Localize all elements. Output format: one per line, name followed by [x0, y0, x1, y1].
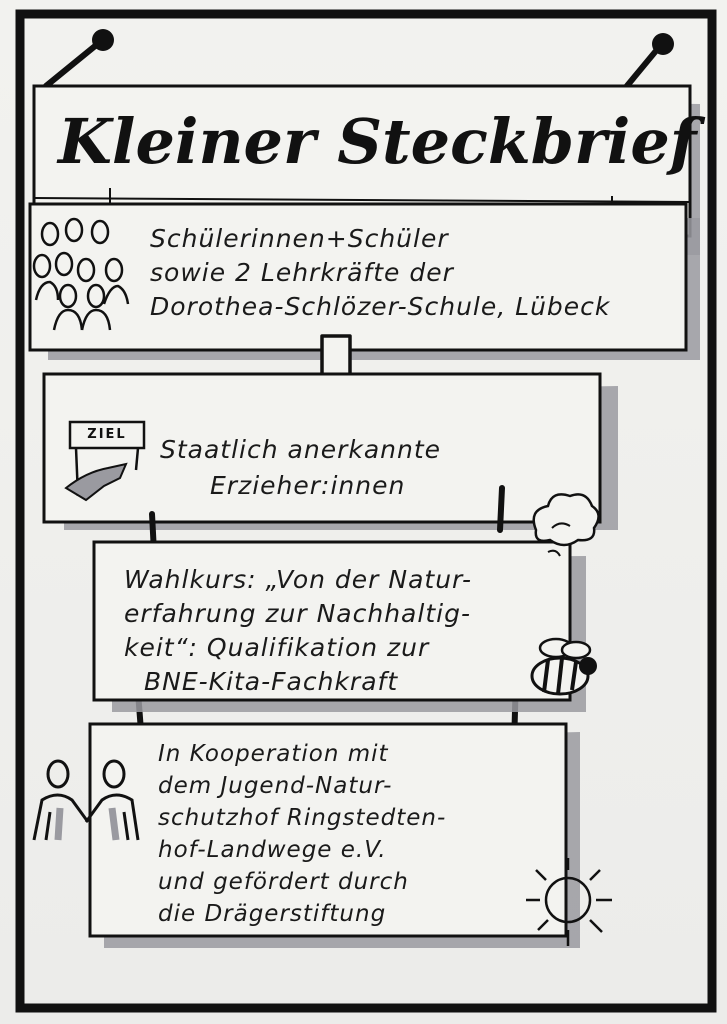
cooperation-line: dem Jugend-Natur- [158, 773, 393, 799]
cooperation-line: hof-Landwege e.V. [158, 837, 387, 863]
box-participants [28, 202, 700, 360]
participants-line: Dorothea-Schlözer-Schule, Lübeck [150, 292, 611, 321]
outer-frame [15, 9, 717, 1013]
course-line: keit“: Qualifikation zur [124, 633, 430, 662]
box-goal [42, 372, 618, 530]
participants-line: sowie 2 Lehrkräfte der [150, 258, 454, 287]
cooperation-line: In Kooperation mit [158, 741, 389, 767]
course-text: Wahlkurs: „Von der Natur- erfahrung zur … [124, 563, 472, 699]
cooperation-text: In Kooperation mit dem Jugend-Natur- sch… [158, 738, 446, 930]
pin-icon [43, 29, 114, 89]
participants-line: Schülerinnen+Schüler [150, 224, 449, 253]
goal-text: Staatlich anerkannte Erzieher:innen [160, 432, 441, 504]
course-line: Wahlkurs: „Von der Natur- [124, 565, 472, 594]
cooperation-line: schutzhof Ringstedten- [158, 805, 447, 831]
cooperation-line: die Drägerstiftung [158, 901, 387, 927]
course-line: BNE-Kita-Fachkraft [144, 667, 399, 696]
cloud-icon [532, 493, 600, 557]
page-title: Kleiner Steckbrief [58, 105, 697, 178]
goal-sign-icon [64, 420, 146, 502]
bee-icon [530, 637, 597, 696]
goal-line: Staatlich anerkannte [160, 435, 442, 464]
goal-line: Erzieher:innen [210, 471, 406, 500]
participants-text: Schülerinnen+Schüler sowie 2 Lehrkräfte … [150, 222, 610, 324]
cooperation-line: und gefördert durch [158, 869, 409, 895]
sun-icon [526, 858, 612, 946]
box-course [92, 540, 586, 712]
goal-sign-label: ZIEL [87, 427, 127, 442]
handshake-people-icon [32, 759, 140, 841]
people-group-icon [32, 217, 130, 331]
box-cooperation [88, 722, 580, 948]
course-line: erfahrung zur Nachhaltig- [124, 599, 471, 628]
